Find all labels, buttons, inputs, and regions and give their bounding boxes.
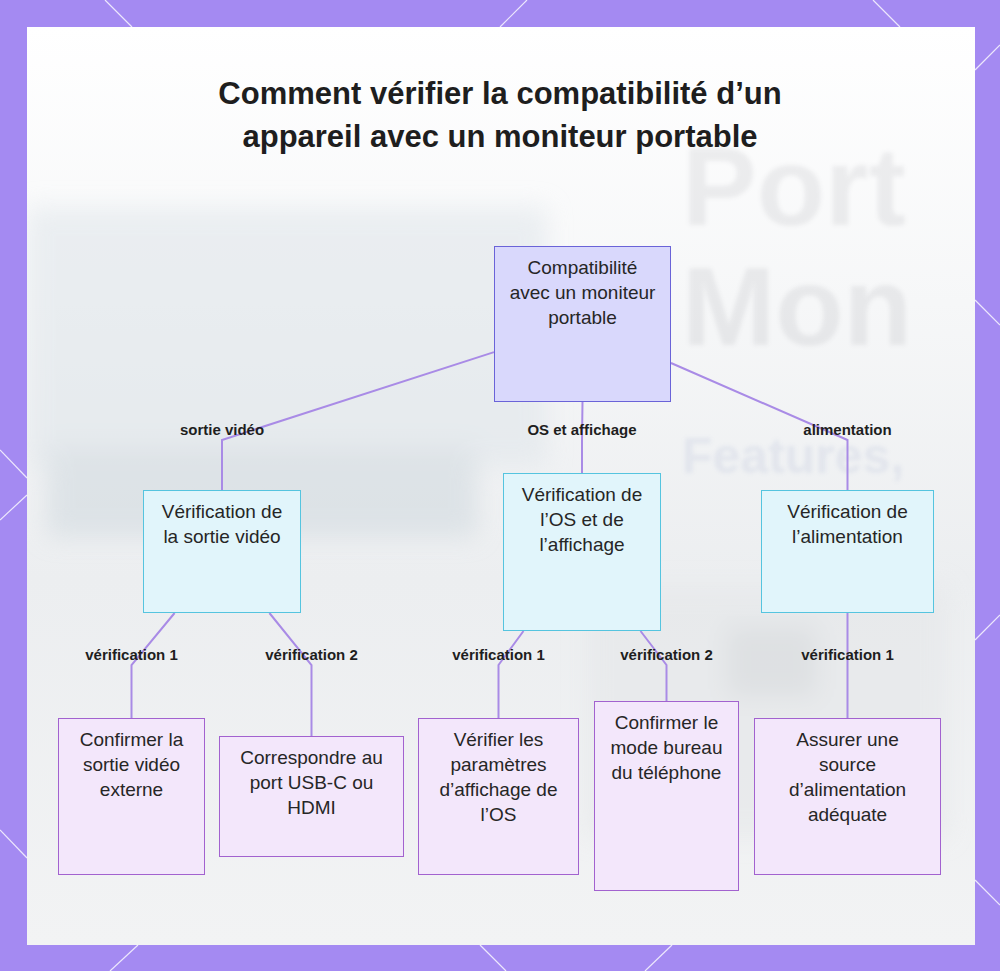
node-text: Assurer une source d’alimentation adéqua… xyxy=(769,727,926,827)
connector-line xyxy=(581,402,584,473)
connector-line xyxy=(499,631,524,718)
connector-line xyxy=(847,613,849,718)
edge-label: sortie vidéo xyxy=(180,421,264,438)
connector-line xyxy=(269,613,311,736)
edge-label: vérification 1 xyxy=(452,646,545,663)
node-text: Correspondre au port USB-C ou HDMI xyxy=(234,745,389,820)
edge-label: vérification 1 xyxy=(801,646,894,663)
category-box: Vérification de l’OS et de l’affichage xyxy=(503,473,661,631)
check-box: Vérifier les paramètres d’affichage de l… xyxy=(418,718,579,875)
node-text: Confirmer la sortie vidéo externe xyxy=(73,727,190,802)
edge-label: alimentation xyxy=(803,421,891,438)
edge-label: vérification 2 xyxy=(620,646,713,663)
root-box: Compatibilité avec un moniteur portable xyxy=(494,246,671,402)
node-text: Vérification de l’alimentation xyxy=(776,499,919,549)
connector-line xyxy=(132,613,175,718)
check-box: Confirmer le mode bureau du téléphone xyxy=(594,701,739,891)
edge-label: OS et affichage xyxy=(527,421,636,438)
category-box: Vérification de la sortie vidéo xyxy=(143,490,301,613)
watermark-text: Mon xyxy=(682,242,912,371)
connector-line xyxy=(641,631,667,701)
diagram-title: Comment vérifier la compatibilité d’un a… xyxy=(200,72,800,158)
check-box: Correspondre au port USB-C ou HDMI xyxy=(219,736,404,857)
edge-label: vérification 1 xyxy=(85,646,178,663)
check-box: Confirmer la sortie vidéo externe xyxy=(58,718,205,875)
node-text: Confirmer le mode bureau du téléphone xyxy=(609,710,724,785)
check-box: Assurer une source d’alimentation adéqua… xyxy=(754,718,941,875)
node-text: Vérifier les paramètres d’affichage de l… xyxy=(433,727,564,827)
category-box: Vérification de l’alimentation xyxy=(761,490,934,613)
edge-label: vérification 2 xyxy=(265,646,358,663)
node-text: Compatibilité avec un moniteur portable xyxy=(509,255,656,330)
node-text: Vérification de l’OS et de l’affichage xyxy=(518,482,646,557)
node-text: Vérification de la sortie vidéo xyxy=(158,499,286,549)
